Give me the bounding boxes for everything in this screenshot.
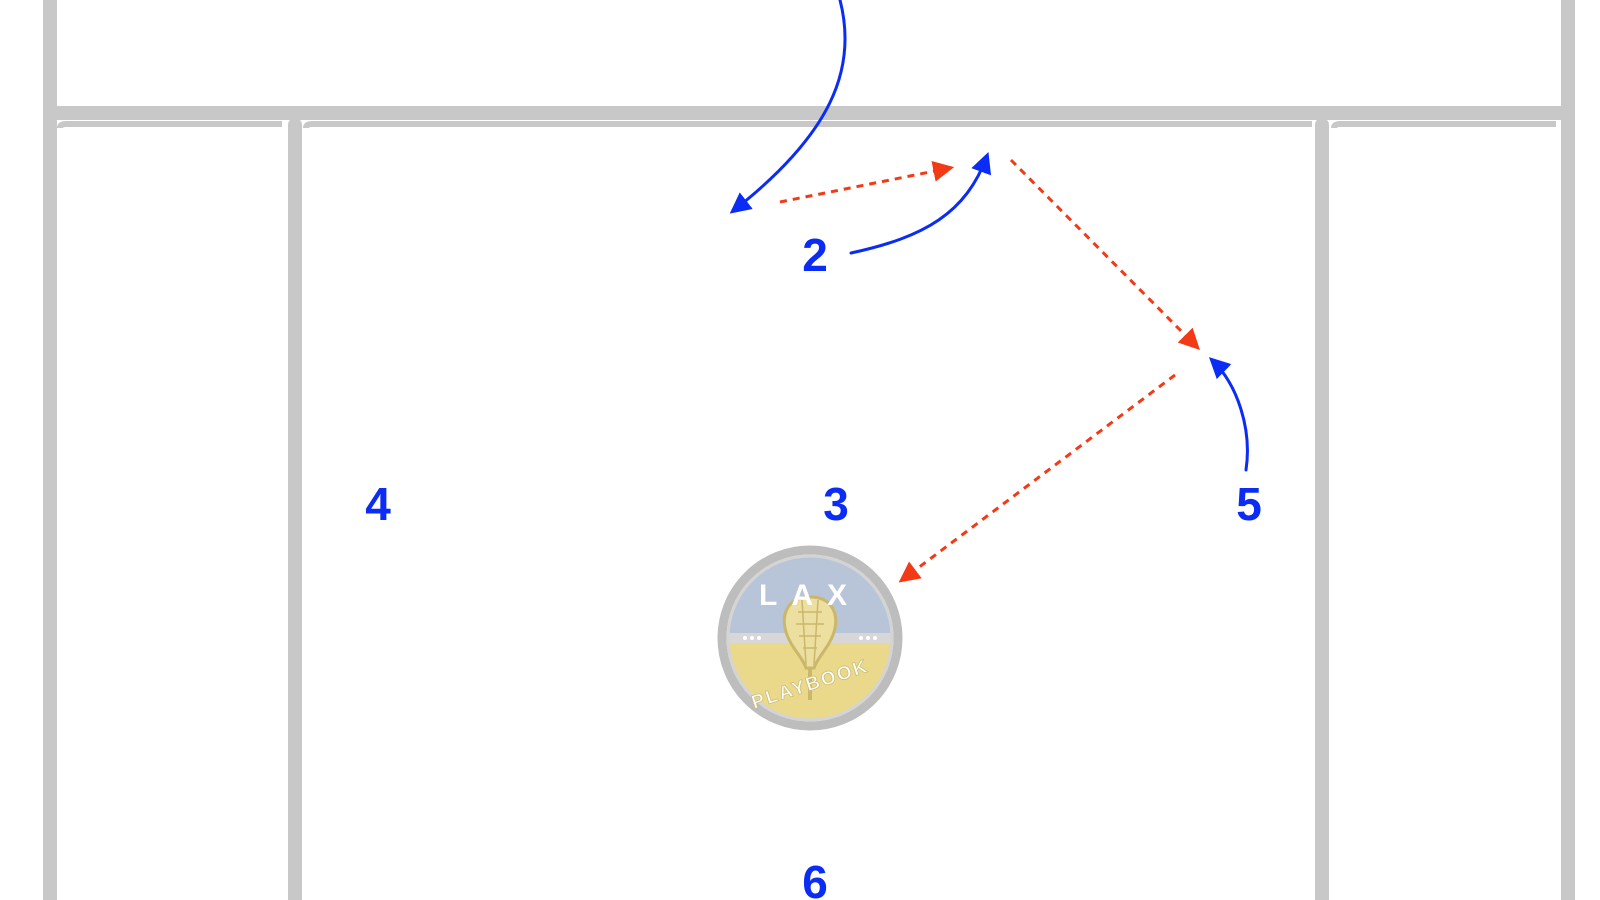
cut-arrow-top xyxy=(729,0,847,214)
center-box-corner xyxy=(303,121,1312,129)
player-2: 2 xyxy=(802,229,828,281)
field-lines xyxy=(43,0,1575,900)
player-5: 5 xyxy=(1236,478,1262,530)
right-box-corner xyxy=(1331,121,1556,129)
logo-top-text: LAX xyxy=(759,579,861,612)
pass-arrow-2 xyxy=(1009,158,1200,350)
lacrosse-stick-icon xyxy=(782,595,838,700)
pass-arrow-1 xyxy=(779,160,955,204)
player-3: 3 xyxy=(823,478,849,530)
player-6: 6 xyxy=(802,856,828,900)
lax-playbook-logo: LAX PLAYBOOK xyxy=(717,545,903,731)
pass-arrow-3 xyxy=(898,373,1176,583)
players: 2 3 4 5 6 xyxy=(365,229,1262,900)
left-box-corner xyxy=(57,121,282,129)
cut-arrow-player-5 xyxy=(1208,357,1249,472)
cut-arrow-player-2 xyxy=(849,152,992,255)
logo-stars xyxy=(743,636,877,640)
player-4: 4 xyxy=(365,478,391,530)
pass-arrows xyxy=(779,158,1200,583)
cut-arrows xyxy=(729,0,1249,472)
field-corner-details xyxy=(57,121,1556,129)
